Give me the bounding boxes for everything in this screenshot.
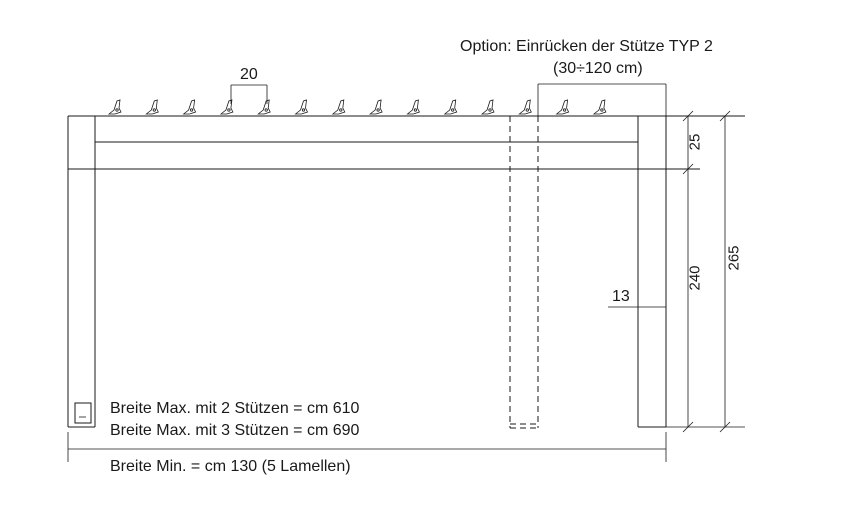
- lamella-pivot: [488, 108, 492, 112]
- top-beam: [68, 115, 745, 170]
- option-dimension: [537, 83, 667, 116]
- lamella-profile: [555, 99, 570, 115]
- lamella-pivot: [152, 108, 156, 112]
- lamella-profile: [331, 99, 346, 115]
- lamella-profile: [257, 99, 271, 115]
- lamella-spacing-dimension: [230, 84, 268, 104]
- post-height-label: 240: [686, 265, 704, 291]
- lamella-pivot: [301, 108, 306, 112]
- lamella-pivot: [600, 108, 604, 112]
- note-max-three-posts: Breite Max. mit 3 Stützen = cm 690: [110, 422, 360, 439]
- lamella-pivot: [264, 108, 268, 112]
- option-title: Option: Einrücken der Stütze TYP 2: [460, 38, 713, 55]
- lamella-pivot: [115, 108, 119, 112]
- lamella-pivot: [525, 108, 529, 112]
- lamella-profile: [107, 99, 122, 115]
- lamellae-row: [107, 99, 607, 115]
- option-range: (30÷120 cm): [553, 60, 643, 77]
- drain-icon: [74, 402, 92, 424]
- lamella-profile: [368, 99, 383, 115]
- post-width-label: 13: [612, 288, 630, 305]
- beam-height-label: 25: [686, 133, 704, 151]
- lamella-profile: [443, 99, 458, 115]
- height-dimensions: [666, 110, 745, 433]
- lamella-profile: [406, 99, 420, 115]
- total-height-label: 265: [725, 245, 743, 271]
- optional-post-dashed: [509, 116, 539, 429]
- lamella-pivot: [376, 108, 380, 112]
- lamella-profile: [145, 99, 159, 115]
- lamella-profile: [294, 99, 309, 115]
- right-post: [637, 116, 667, 428]
- lamella-pivot: [451, 108, 455, 112]
- lamella-profile: [480, 99, 495, 115]
- min-width-dimension: [67, 432, 667, 462]
- lamella-profile: [182, 99, 197, 115]
- lamella-profile: [518, 99, 532, 115]
- lamella-pivot: [227, 108, 231, 112]
- lamella-pivot: [413, 108, 417, 112]
- note-min-width: Breite Min. = cm 130 (5 Lamellen): [110, 458, 351, 475]
- lamella-pivot: [190, 108, 194, 112]
- lamella-spacing-label: 20: [240, 66, 258, 83]
- lamella-pivot: [562, 108, 567, 112]
- lamella-pivot: [339, 108, 343, 112]
- lamella-profile: [592, 99, 607, 115]
- note-max-two-posts: Breite Max. mit 2 Stützen = cm 610: [110, 400, 360, 417]
- left-post: [67, 116, 96, 428]
